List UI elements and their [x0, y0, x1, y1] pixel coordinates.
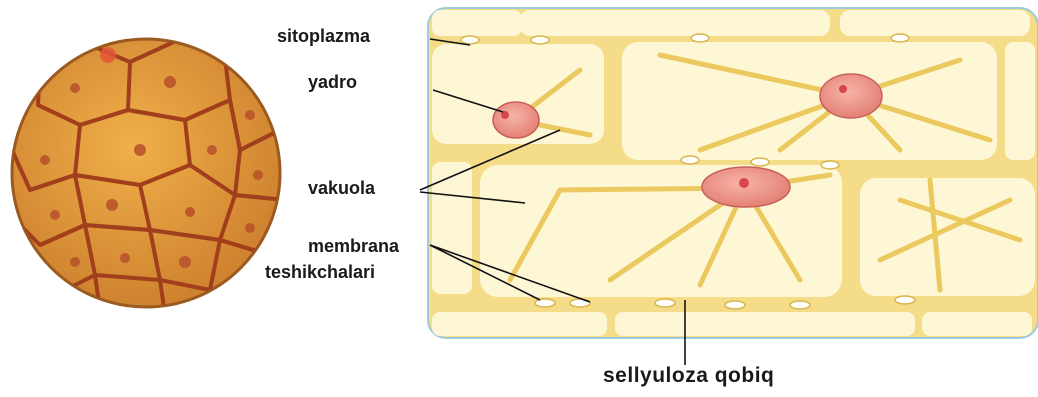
nucleus-left	[493, 102, 539, 138]
nucleus-top-right	[820, 74, 882, 118]
label-teshikchalari: teshikchalari	[265, 262, 375, 282]
label-vakuola: vakuola	[308, 178, 375, 198]
enlarged-cells-panel	[428, 8, 1038, 338]
label-yadro: yadro	[308, 72, 357, 92]
label-sitoplazma: sitoplazma	[277, 26, 370, 46]
microscope-view	[12, 15, 290, 315]
cell-top-left-1	[432, 10, 522, 36]
label-sellyuloza-qobiq: sellyuloza qobiq	[603, 366, 774, 386]
nucleus-centre	[702, 167, 790, 207]
label-membrana: membrana	[308, 236, 399, 256]
